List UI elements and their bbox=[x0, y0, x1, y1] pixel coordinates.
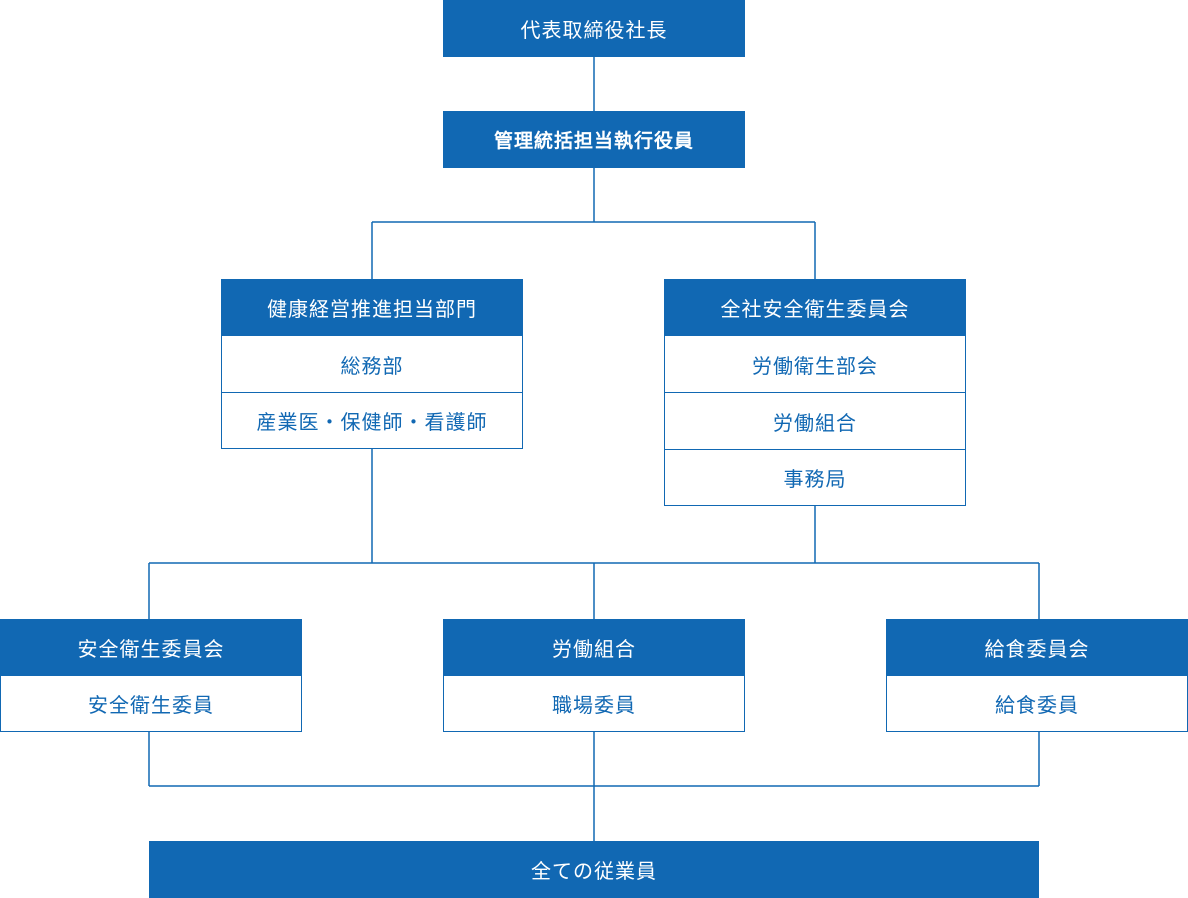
labor-union-member: 職場委員 bbox=[443, 676, 745, 732]
all-employees-box: 全ての従業員 bbox=[149, 841, 1039, 898]
company-committee-member: 事務局 bbox=[664, 450, 966, 506]
health-dept-member-label: 産業医・保健師・看護師 bbox=[256, 410, 488, 434]
labor-union-title-label: 労働組合 bbox=[552, 637, 636, 661]
safety-committee-member-label: 安全衛生委員 bbox=[88, 693, 214, 717]
company-committee-title-label: 全社安全衛生委員会 bbox=[720, 297, 910, 321]
safety-committee-title-label: 安全衛生委員会 bbox=[77, 637, 225, 661]
meal-committee-box: 給食委員会 給食委員 bbox=[886, 619, 1188, 732]
company-committee-member: 労働組合 bbox=[664, 393, 966, 450]
company-committee-member: 労働衛生部会 bbox=[664, 336, 966, 393]
executive-box: 管理統括担当執行役員 bbox=[443, 111, 745, 168]
president-box: 代表取締役社長 bbox=[443, 0, 745, 57]
labor-union-box: 労働組合 職場委員 bbox=[443, 619, 745, 732]
meal-committee-title-label: 給食委員会 bbox=[984, 637, 1090, 661]
president-label: 代表取締役社長 bbox=[520, 18, 668, 42]
meal-committee-member: 給食委員 bbox=[886, 676, 1188, 732]
labor-union-title: 労働組合 bbox=[443, 619, 745, 676]
company-committee-box: 全社安全衛生委員会 労働衛生部会 労働組合 事務局 bbox=[664, 279, 966, 506]
company-committee-member-label: 事務局 bbox=[783, 467, 847, 491]
safety-committee-title: 安全衛生委員会 bbox=[0, 619, 302, 676]
health-dept-title: 健康経営推進担当部門 bbox=[221, 279, 523, 336]
meal-committee-title: 給食委員会 bbox=[886, 619, 1188, 676]
safety-committee-member: 安全衛生委員 bbox=[0, 676, 302, 732]
executive-label: 管理統括担当執行役員 bbox=[493, 130, 694, 152]
company-committee-member-label: 労働衛生部会 bbox=[752, 353, 878, 378]
health-dept-title-label: 健康経営推進担当部門 bbox=[267, 297, 477, 321]
health-dept-member: 産業医・保健師・看護師 bbox=[221, 393, 523, 449]
health-dept-member: 総務部 bbox=[221, 336, 523, 393]
safety-committee-box: 安全衛生委員会 安全衛生委員 bbox=[0, 619, 302, 732]
labor-union-member-label: 職場委員 bbox=[552, 693, 636, 717]
company-committee-member-label: 労働組合 bbox=[773, 410, 857, 435]
all-employees-label: 全ての従業員 bbox=[531, 859, 657, 883]
company-committee-title: 全社安全衛生委員会 bbox=[664, 279, 966, 336]
meal-committee-member-label: 給食委員 bbox=[995, 693, 1079, 717]
health-dept-box: 健康経営推進担当部門 総務部 産業医・保健師・看護師 bbox=[221, 279, 523, 449]
health-dept-member-label: 総務部 bbox=[340, 353, 404, 378]
